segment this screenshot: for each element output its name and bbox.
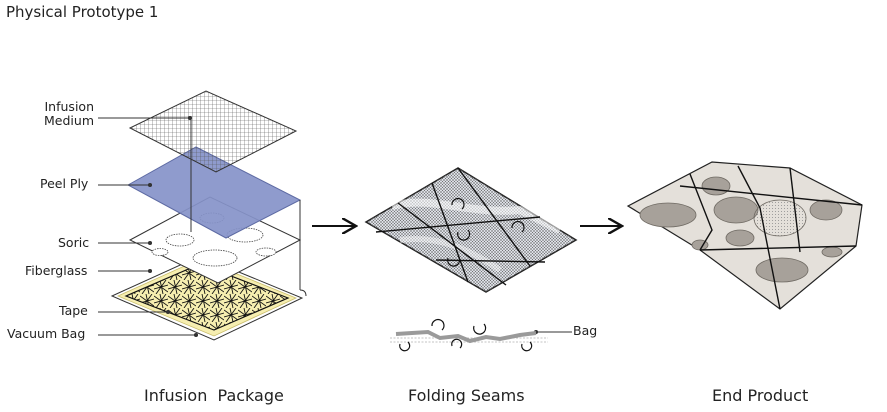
fiberglass-layer: [124, 263, 290, 331]
label-soric: Soric: [58, 235, 90, 250]
diagram-title: Physical Prototype 1: [6, 3, 159, 21]
label-vacuum-bag: Vacuum Bag: [7, 326, 86, 341]
label-infusion-medium-line2: Medium: [44, 112, 94, 128]
folding-seams-illustration: [364, 167, 578, 293]
label-tape: Tape: [59, 303, 88, 318]
caption-infusion-package: Infusion Package: [144, 386, 284, 405]
label-infusion-medium: Infusion Medium: [30, 100, 94, 128]
label-bag: Bag: [573, 323, 598, 338]
caption-end-product: End Product: [712, 386, 809, 405]
infusion-medium-layer: [128, 90, 298, 173]
end-product-illustration: [626, 161, 863, 310]
label-leader-lines: [98, 115, 572, 338]
infusion-package-illustration: [110, 90, 307, 341]
infusion-hook: [299, 200, 307, 297]
label-peel-ply: Peel Ply: [40, 176, 89, 191]
label-fiberglass: Fiberglass: [25, 263, 88, 278]
caption-folding-seams: Folding Seams: [408, 386, 525, 405]
bag-cross-section: [390, 318, 548, 352]
label-infusion-medium-line1: Infusion: [44, 99, 95, 114]
